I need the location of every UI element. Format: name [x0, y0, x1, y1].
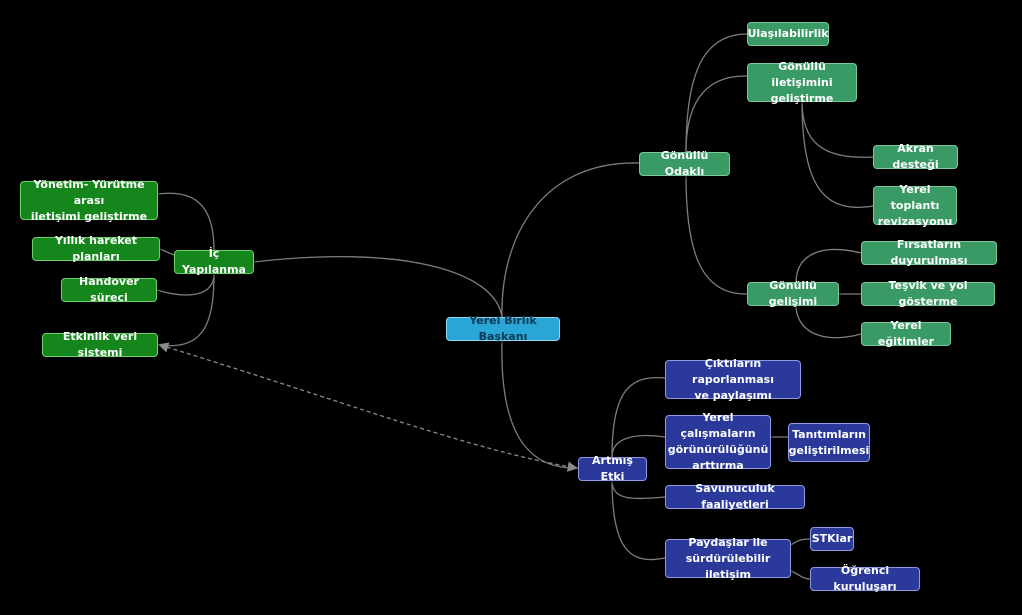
node-mgmt-communication[interactable]: Yönetim- Yürütme arası iletişimi gelişti…	[20, 178, 158, 223]
node-student-orgs[interactable]: Öğrenci kuruluşarı	[810, 564, 920, 593]
link-internal-activity	[157, 273, 215, 347]
node-local-training[interactable]: Yerel eğitimler	[861, 319, 951, 348]
link-volunteer-communication	[685, 75, 748, 153]
link-stakeholder-students	[790, 570, 811, 580]
link-central-impact	[501, 340, 579, 469]
node-local-meetings[interactable]: Yerel toplantı revizasyonu	[873, 183, 957, 228]
node-promotions[interactable]: Tanıtımların geliştirilmesi	[788, 423, 870, 462]
link-impact-stakeholder	[611, 479, 666, 561]
link-internal-mgmt	[156, 192, 215, 251]
node-increased-impact[interactable]: Artmış Etki	[578, 454, 647, 483]
node-ngos[interactable]: STKlar	[810, 527, 854, 551]
link-volunteer-accessibility	[685, 33, 748, 153]
link-stakeholder-ngos	[790, 538, 811, 546]
link-development-training	[795, 304, 862, 339]
node-volunteer-communication[interactable]: Gönüllü iletişimini geliştirme	[747, 60, 857, 105]
node-encourage-guide[interactable]: Teşvik ve yol gösterme	[861, 279, 995, 308]
node-handover[interactable]: Handover süreci	[61, 275, 157, 304]
link-internal-handover	[156, 273, 215, 296]
node-visibility[interactable]: Yerel çalışmaların görünürülüğünü arttır…	[665, 411, 771, 472]
node-volunteer-development[interactable]: Gönüllü gelişimi	[747, 279, 839, 308]
link-impact-reporting	[611, 376, 666, 458]
node-peer-support[interactable]: Akran desteği	[873, 142, 958, 171]
node-activity-data[interactable]: Etkinlik veri sistemi	[42, 330, 158, 359]
link-central-volunteer	[501, 162, 641, 318]
node-annual-plans[interactable]: Yıllık hareket planları	[32, 234, 160, 263]
link-volunteer-development	[685, 174, 748, 295]
node-internal-structure[interactable]: İç Yapılanma	[174, 247, 254, 276]
link-development-announce	[795, 248, 862, 284]
node-advocacy[interactable]: Savunuculuk faaliyetleri	[665, 482, 805, 511]
relation-arrow	[158, 342, 579, 472]
link-central-internal	[253, 256, 503, 318]
node-stakeholder-communication[interactable]: Paydaşlar ile sürdürülebilir iletişim	[665, 536, 791, 581]
node-reporting[interactable]: Çıktıların raporlanması ve paylaşımı	[665, 357, 801, 402]
link-communication-peer	[801, 100, 874, 158]
node-central[interactable]: Yerel Birlik Başkanı	[446, 314, 560, 343]
node-accessibility[interactable]: Ulaşılabilirlik	[747, 22, 829, 46]
link-internal-annual	[159, 248, 175, 256]
node-announce-opportunities[interactable]: Fırsatların duyurulması	[861, 238, 997, 267]
link-impact-visibility	[611, 434, 666, 458]
link-communication-meetings	[801, 100, 874, 208]
node-volunteer-focused[interactable]: Gönüllü Odaklı	[639, 149, 730, 178]
